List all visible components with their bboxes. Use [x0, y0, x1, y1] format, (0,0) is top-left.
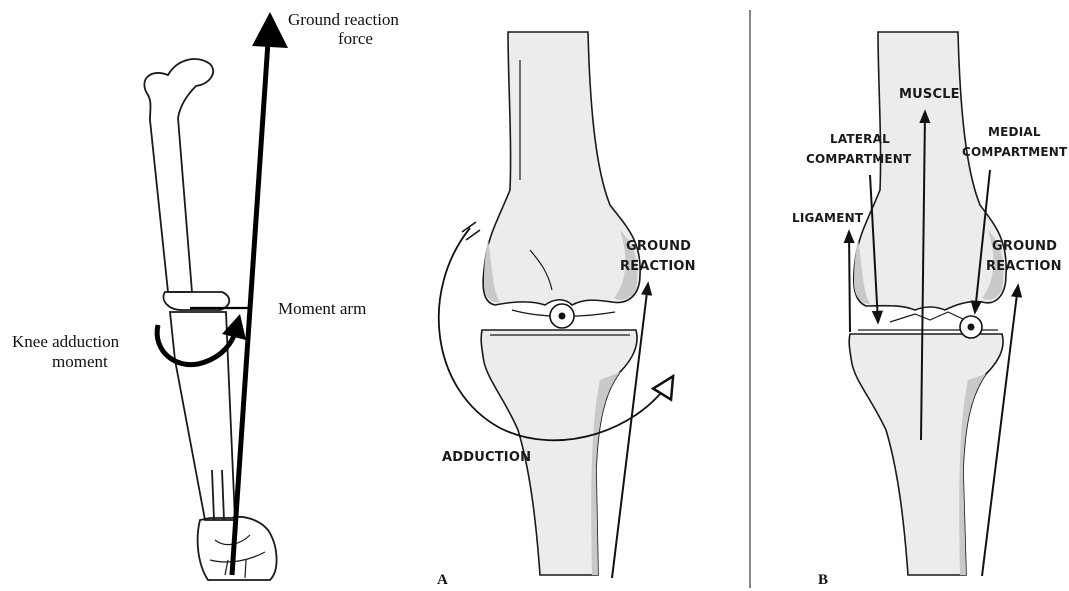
panel-b-letter: B: [818, 572, 828, 588]
panel-a-ground-reaction-1: GROUND: [626, 239, 691, 254]
panel-a: GROUND REACTION ADDUCTION A: [437, 32, 696, 588]
panel-b-ground-reaction-1: GROUND: [992, 239, 1057, 254]
panel-b-medial-2: COMPARTMENT: [962, 145, 1068, 159]
ground-reaction-arrowhead: [252, 12, 288, 48]
panel-b-tibia: [849, 334, 1003, 575]
panel-b-femur: [854, 32, 1007, 310]
knee-adduction-moment-arrow: [157, 325, 236, 365]
panel-a-ground-reaction-2: REACTION: [620, 259, 696, 274]
panel-a-arc-tail: [462, 222, 480, 240]
panel-a-letter: A: [437, 572, 448, 588]
panel-b-ligament-arrow: [849, 232, 850, 332]
panel-b-lateral-2: COMPARTMENT: [806, 152, 912, 166]
panel-b-muscle-label: MUSCLE: [899, 87, 960, 102]
panel-b-ground-reaction-2: REACTION: [986, 259, 1062, 274]
panel-a-adduction-label: ADDUCTION: [442, 450, 531, 465]
moment-arm-label: Moment arm: [278, 299, 366, 318]
panel-b-lateral-1: LATERAL: [830, 132, 890, 146]
knee-adduction-label-2: moment: [52, 352, 108, 371]
tibia-fibula-outline: [170, 312, 235, 520]
panel-a-femur: [483, 32, 640, 305]
ground-reaction-label-1: Ground reaction: [288, 10, 399, 29]
panel-a-ground-reaction-arrow: [612, 284, 648, 578]
panel-b-ligament-label: LIGAMENT: [792, 211, 864, 225]
left-leg-panel: Ground reaction force Moment arm Knee ad…: [12, 10, 399, 580]
ground-reaction-label-2: force: [338, 29, 373, 48]
panel-b: MUSCLE LATERAL COMPARTMENT MEDIAL COMPAR…: [792, 32, 1068, 588]
femur-outline: [144, 59, 229, 310]
knee-adduction-label-1: Knee adduction: [12, 332, 120, 351]
panel-b-medial-1: MEDIAL: [988, 125, 1041, 139]
